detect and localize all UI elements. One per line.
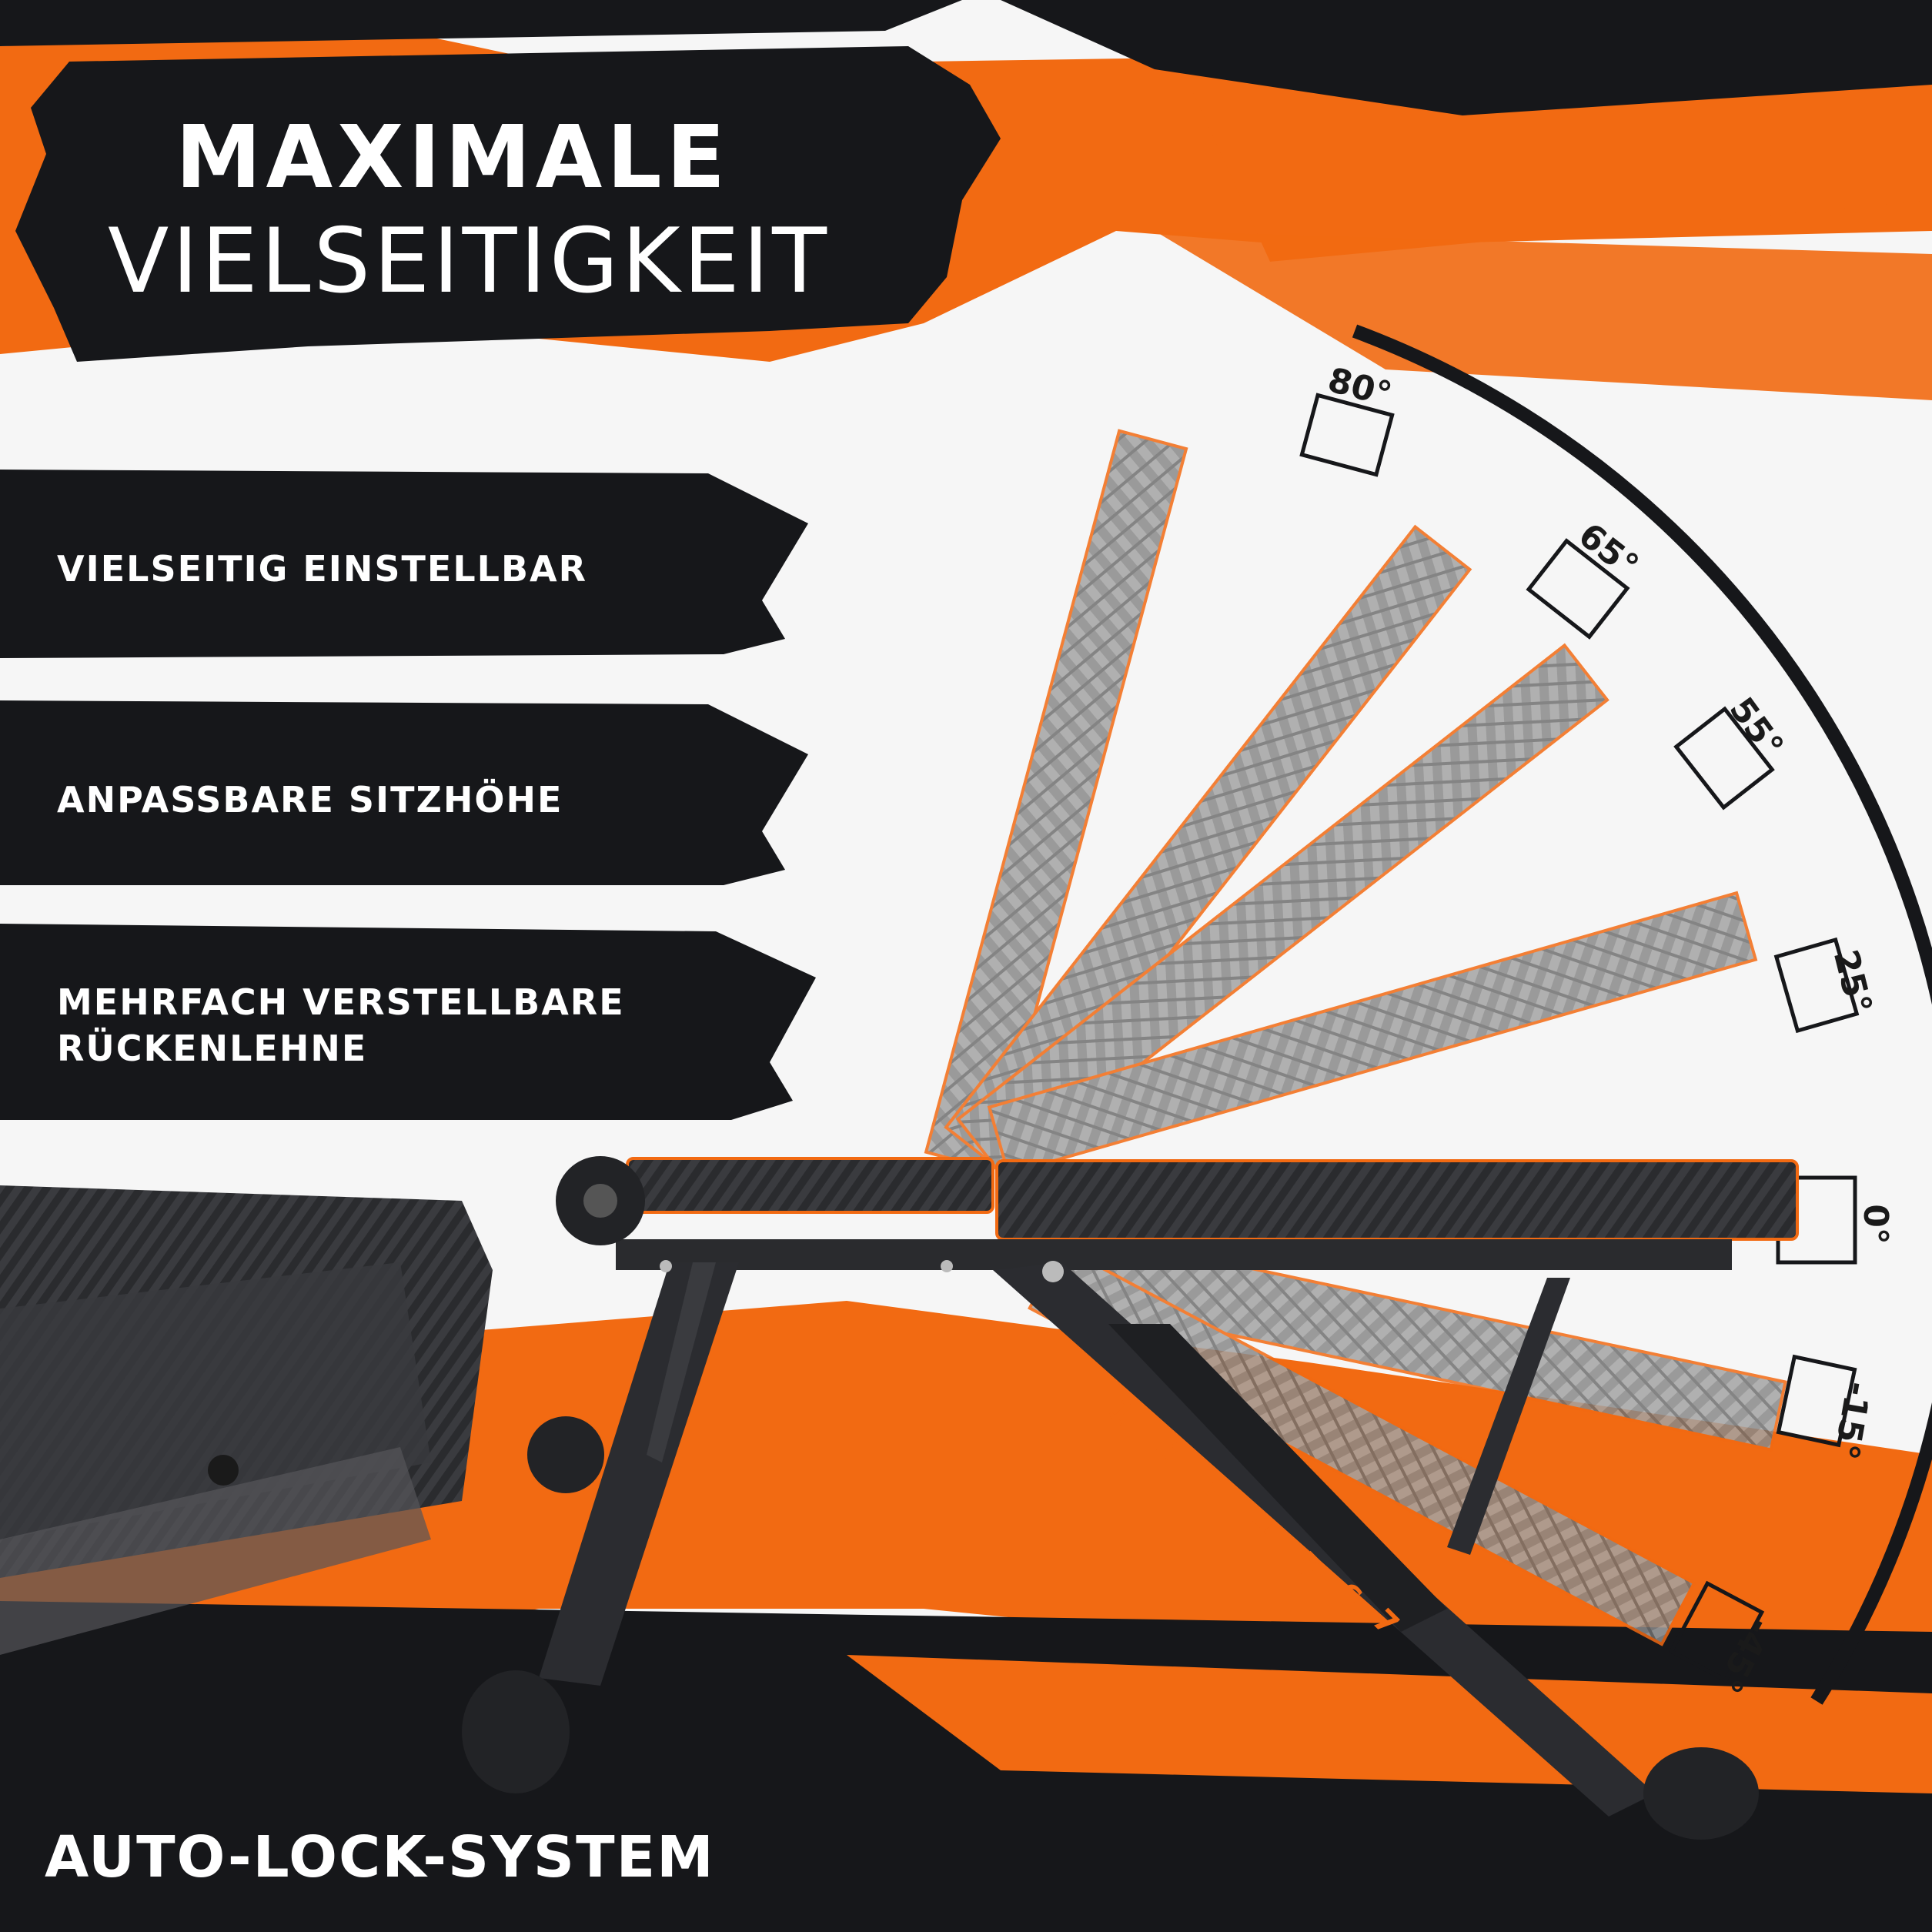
notch-rail <box>1108 1324 1447 1632</box>
feature-backrest-line-1: MEHRFACH VERSTELLBARE <box>57 981 625 1023</box>
angle-boxes <box>1299 393 1860 1683</box>
angle-arc <box>1352 324 1932 1705</box>
headline-line-1: MAXIMALE <box>175 108 730 208</box>
auto-lock-label: AUTO-LOCK-SYSTEM <box>45 1824 715 1890</box>
feature-brush-1 <box>0 470 808 658</box>
backrest-positions <box>924 429 1787 1646</box>
headline-brush <box>15 46 1001 362</box>
feature-adjustable: VIELSEITIG EINSTELLBAR <box>57 548 588 590</box>
headline-line-2: VIELSEITIGKEIT <box>108 209 831 313</box>
feature-brush-2 <box>0 700 808 885</box>
feature-backrest-line-2: RÜCKENLEHNE <box>57 1028 368 1069</box>
feature-seat-height: ANPASSBARE SITZHÖHE <box>57 779 563 821</box>
feature-brush-3 <box>0 924 816 1120</box>
lock-detail-inset <box>0 1185 493 1655</box>
angle-label-0: 0° <box>1855 1204 1895 1245</box>
